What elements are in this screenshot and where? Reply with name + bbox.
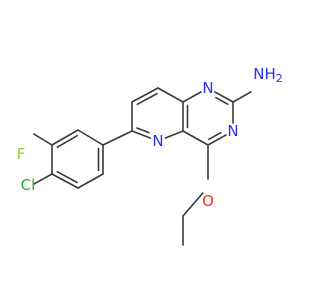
bond-n5-c4a [164, 130, 184, 139]
bond-c4-n3 [207, 134, 227, 146]
atom-n5: N [152, 132, 163, 150]
bond-o-ch2 [182, 192, 204, 217]
bond-c8a-c8 [157, 87, 184, 103]
bond-p5-p6-inner [56, 134, 79, 148]
bond-c4-n3-inner [208, 131, 222, 141]
atom-nh2: NH2 [253, 65, 283, 85]
atom-o: O [202, 192, 214, 210]
molecule-structure: N N N NH2 O F Cl [16, 65, 283, 246]
bond-c2-nh2 [232, 91, 252, 103]
bond-p3-p4 [51, 173, 79, 189]
bond-p3-p4-inner [56, 170, 78, 184]
bond-c8-c7-inner [136, 92, 158, 106]
bond-p5-f [33, 133, 53, 146]
atom-n1: N [202, 79, 213, 97]
bond-p6-p1 [77, 129, 104, 146]
bond-c6-n5 [131, 130, 152, 139]
bond-n1-c8a [182, 91, 202, 103]
atom-f: F [17, 145, 26, 163]
bond-c2-n1-inner [215, 96, 229, 106]
bond-p2-p3 [77, 173, 104, 189]
bond-c6-n5-inner [136, 127, 150, 134]
bond-p4-cl [33, 173, 53, 185]
bond-c4a-c4 [182, 130, 209, 146]
bond-c6-p1 [102, 130, 133, 146]
atom-cl: Cl [21, 176, 36, 194]
bond-c2-n1 [214, 91, 234, 103]
bond-lines [33, 87, 252, 246]
atom-labels: N N N NH2 O F Cl [17, 65, 283, 210]
bond-p5-p6 [51, 129, 79, 146]
atom-n3: N [227, 122, 238, 140]
bond-c8-c7 [131, 87, 159, 103]
